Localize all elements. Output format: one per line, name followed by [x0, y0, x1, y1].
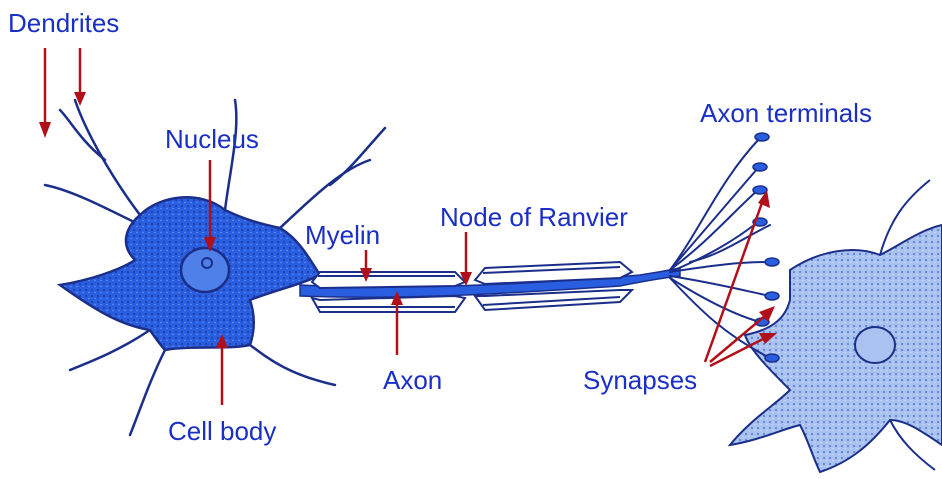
label-node-of-ranvier: Node of Ranvier: [440, 204, 628, 230]
label-cell-body: Cell body: [168, 418, 276, 444]
label-axon-terminals: Axon terminals: [700, 100, 872, 126]
label-nucleus: Nucleus: [165, 126, 259, 152]
label-axon: Axon: [383, 367, 442, 393]
label-myelin: Myelin: [305, 222, 380, 248]
nucleolus: [202, 258, 212, 268]
label-synapses: Synapses: [583, 367, 697, 393]
nucleus-shape: [181, 248, 229, 292]
label-dendrites: Dendrites: [8, 10, 119, 36]
neighbor-nucleus: [855, 327, 895, 363]
